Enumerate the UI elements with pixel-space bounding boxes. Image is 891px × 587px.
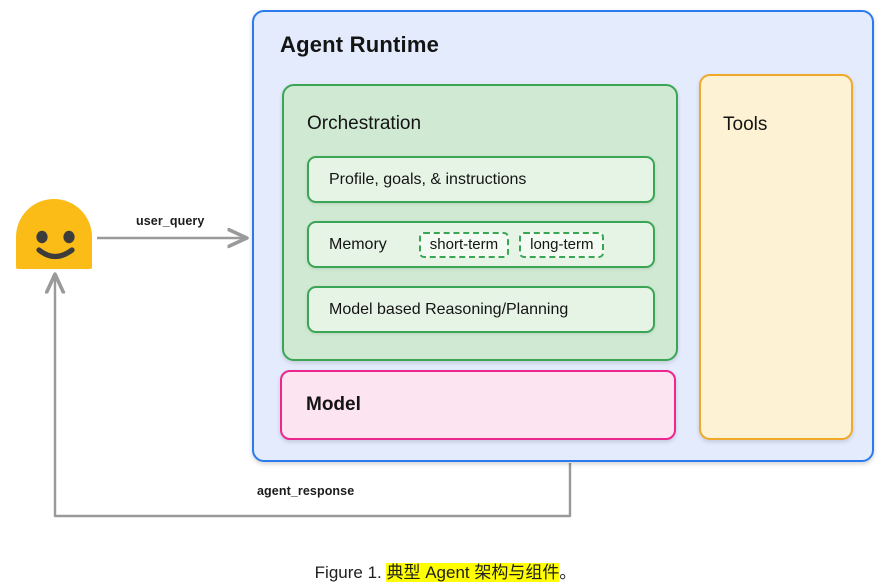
tools-box: Tools <box>699 74 853 440</box>
caption-suffix: 。 <box>559 563 577 582</box>
flow-label-user-query: user_query <box>136 214 205 228</box>
memory-chip-short-term: short-term <box>418 231 510 258</box>
orchestration-box: Orchestration Profile, goals, & instruct… <box>282 84 678 361</box>
memory-chip-long-term: long-term <box>519 231 605 258</box>
orchestration-row-memory: Memory short-term long-term <box>307 221 655 268</box>
orchestration-row-label: Profile, goals, & instructions <box>329 170 527 188</box>
agent-runtime-title: Agent Runtime <box>280 32 440 57</box>
orchestration-row-label: Model based Reasoning/Planning <box>329 300 569 318</box>
caption-highlighted-text: 典型 Agent 架构与组件 <box>386 563 560 582</box>
caption-prefix: Figure 1. <box>314 563 387 582</box>
figure-caption: Figure 1. 典型 Agent 架构与组件。 <box>0 558 891 583</box>
memory-chip-group: short-term long-term <box>418 231 605 258</box>
agent-runtime-box: Agent Runtime Orchestration Profile, goa… <box>252 10 874 462</box>
model-box: Model <box>280 370 676 440</box>
orchestration-row-label: Memory <box>329 235 387 253</box>
user-avatar-emoji-icon <box>14 197 94 269</box>
orchestration-row-profile: Profile, goals, & instructions <box>307 156 655 203</box>
orchestration-row-reasoning: Model based Reasoning/Planning <box>307 286 655 333</box>
tools-title: Tools <box>723 114 768 135</box>
flow-label-agent-response: agent_response <box>257 484 355 498</box>
orchestration-title: Orchestration <box>307 113 422 134</box>
model-title: Model <box>306 394 361 415</box>
